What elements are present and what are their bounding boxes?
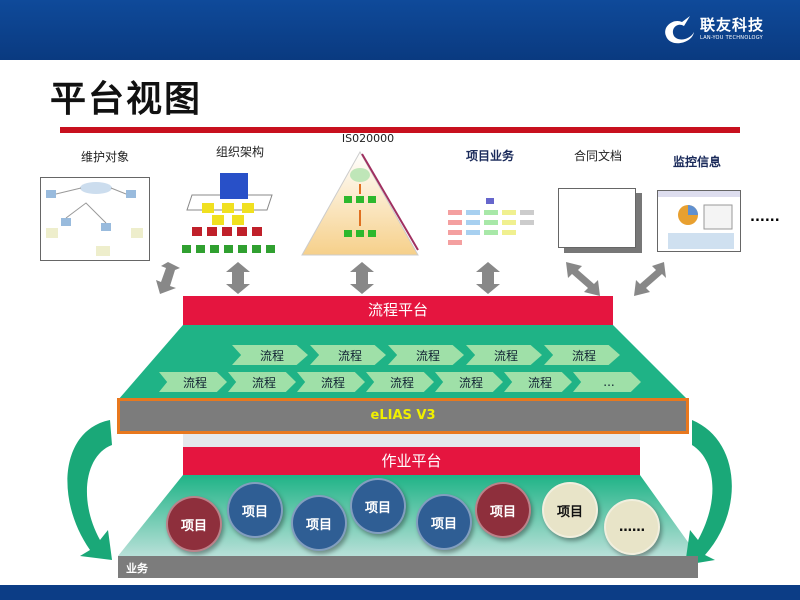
contract-document-thumbnail: [558, 188, 636, 248]
process-chevron: ...: [573, 372, 641, 392]
page-title: 平台视图: [50, 79, 203, 120]
label-project-business: 项目业务: [465, 149, 514, 163]
project-circle: 项目: [227, 482, 283, 538]
process-platform-bar: 流程平台: [183, 296, 613, 325]
process-chevron: 流程: [159, 372, 227, 392]
title-divider: [60, 127, 740, 133]
logo-swoosh-icon: [665, 16, 694, 44]
process-row-1: 流程 流程 流程 流程 流程: [232, 345, 620, 365]
process-chevron: 流程: [297, 372, 365, 392]
process-chevron: 流程: [466, 345, 542, 365]
process-chevron: 流程: [435, 372, 503, 392]
process-chevron: 流程: [388, 345, 464, 365]
elias-core-bar: eLIAS V3: [117, 398, 689, 434]
project-circle: 项目: [350, 478, 406, 534]
process-row-2: 流程 流程 流程 流程 流程 流程 ...: [159, 372, 641, 392]
process-chevron: 流程: [504, 372, 572, 392]
company-name-en: LAN-YOU TECHNOLOGY: [700, 35, 763, 41]
company-name: 联友科技: [700, 16, 765, 34]
project-business-chart-thumbnail: [448, 198, 534, 245]
process-chevron: 流程: [228, 372, 296, 392]
project-circle: 项目: [416, 494, 472, 550]
org-structure-layers-icon: [182, 173, 275, 253]
right-cycle-arrow-icon: [685, 420, 732, 565]
label-maintenance-object: 维护对象: [80, 150, 129, 164]
project-circle-more: ……: [604, 499, 660, 555]
double-arrow-icon: [566, 262, 600, 296]
work-platform-bar: 作业平台: [183, 447, 640, 475]
double-arrow-icon: [634, 262, 666, 296]
process-chevron: 流程: [366, 372, 434, 392]
more-ellipsis: ......: [750, 210, 780, 225]
company-logo: 联友科技 LAN-YOU TECHNOLOGY: [660, 10, 780, 50]
double-arrow-icon: [350, 262, 374, 294]
connector-arrows: [156, 262, 666, 296]
project-circle: 项目: [475, 482, 531, 538]
double-arrow-icon: [156, 262, 180, 294]
process-chevron: 流程: [544, 345, 620, 365]
double-arrow-icon: [476, 262, 500, 294]
label-org-structure: 组织架构: [215, 145, 264, 159]
label-monitoring: 监控信息: [672, 155, 721, 169]
label-contract-docs: 合同文档: [573, 149, 622, 163]
left-cycle-arrow-icon: [67, 420, 112, 560]
double-arrow-icon: [226, 262, 250, 294]
process-chevron: 流程: [310, 345, 386, 365]
monitoring-screen-thumbnail: [657, 190, 741, 252]
project-circle: 项目: [542, 482, 598, 538]
business-base-bar: 业务: [118, 556, 698, 578]
label-iso20000: IS020000: [341, 132, 395, 145]
footer-band: [0, 585, 800, 600]
project-circle: 项目: [166, 496, 222, 552]
iso-pyramid-icon: [301, 150, 419, 256]
project-circle: 项目: [291, 495, 347, 551]
network-diagram-thumbnail: [40, 177, 150, 261]
process-chevron: 流程: [232, 345, 308, 365]
